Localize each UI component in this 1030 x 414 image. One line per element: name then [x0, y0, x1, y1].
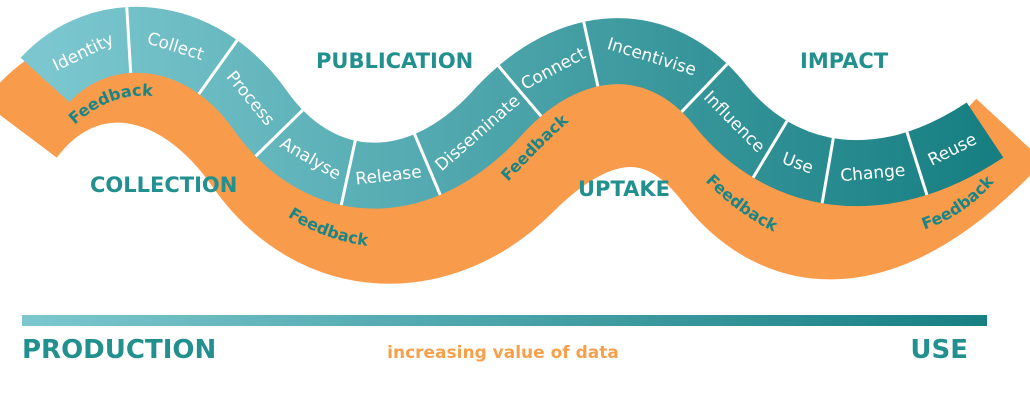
process-ribbon — [20, 6, 1004, 209]
stage-label-impact: IMPACT — [800, 49, 889, 73]
segment-divider — [413, 133, 442, 196]
segment-divider — [254, 108, 304, 158]
scale-label-production: PRODUCTION — [22, 335, 216, 365]
segment-divider — [751, 120, 789, 179]
segment-divider — [197, 39, 239, 95]
segment-divider — [680, 63, 729, 113]
stage-label-uptake: UPTAKE — [578, 177, 670, 201]
feedback-band — [0, 30, 1030, 284]
segment-divider — [582, 21, 600, 87]
stage-label-collection: COLLECTION — [90, 173, 237, 197]
segment-dividers — [125, 7, 929, 206]
scale-label-subtitle: increasing value of data — [387, 343, 619, 363]
value-scale-bar — [22, 315, 987, 326]
segment-divider — [820, 137, 835, 204]
segment-divider — [497, 64, 543, 118]
segment-divider — [905, 131, 929, 196]
stage-label-publication: PUBLICATION — [316, 49, 473, 73]
segment-divider — [125, 7, 133, 74]
scale-label-use: USE — [910, 335, 968, 365]
segment-divider — [339, 140, 357, 206]
